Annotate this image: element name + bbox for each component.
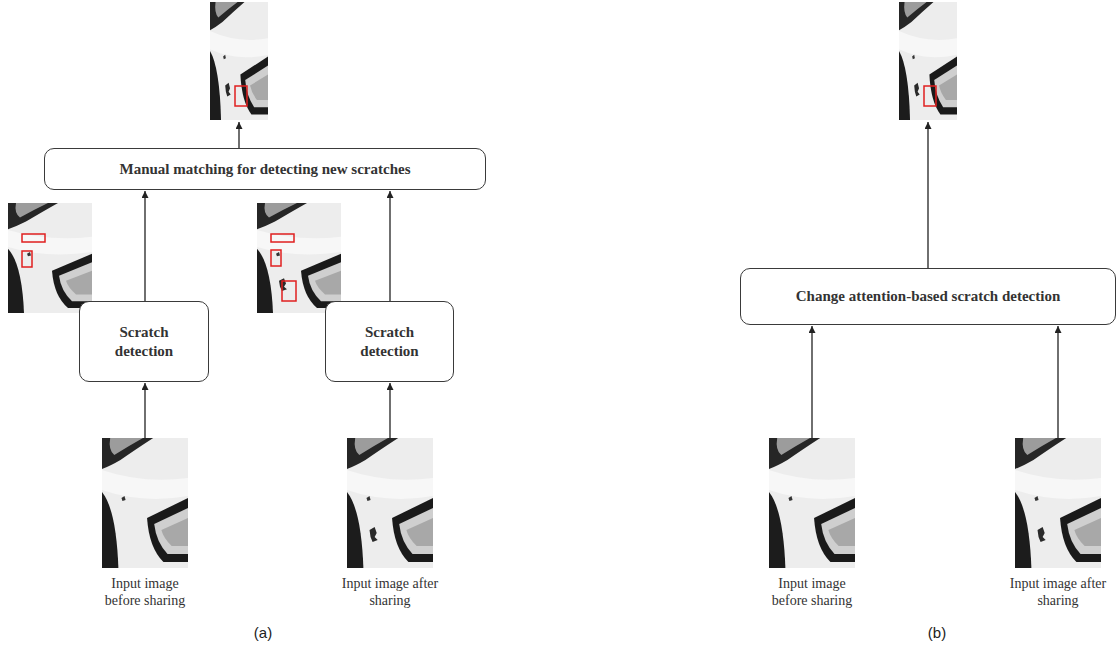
box-label: Scratch detection [100,323,188,361]
process-box: Change attention-based scratch detection [740,268,1116,325]
flow-arrow [144,191,145,301]
detected-image [8,203,92,313]
input-image [769,438,855,568]
process-box: Manual matching for detecting new scratc… [44,148,486,190]
scratch-box [282,281,296,301]
image-caption: Input image after sharing [340,576,440,610]
flow-arrow [1057,326,1058,438]
flow-arrow [389,383,390,438]
scratch-box [22,234,45,242]
image-caption: Input image before sharing [95,576,195,610]
box-label: Manual matching for detecting new scratc… [120,160,411,179]
scratch-box [924,86,936,106]
result-image [210,2,268,120]
input-image [347,438,433,568]
process-box: Scratch detection [325,301,454,382]
detected-image [257,203,341,313]
image-caption: Input image after sharing [1008,576,1108,610]
panel-label: (b) [928,624,946,641]
input-image [1015,438,1101,568]
panel-label: (a) [254,624,272,641]
input-image-node: Input image before sharing [762,438,862,610]
box-label: Change attention-based scratch detection [796,287,1061,306]
input-image-node: Input image after sharing [340,438,440,610]
flow-arrow [811,326,812,438]
input-image-node: Input image after sharing [1008,438,1108,610]
scratch-box [271,250,281,266]
process-box: Scratch detection [79,301,209,382]
box-label: Scratch detection [346,323,433,361]
image-caption: Input image before sharing [762,576,862,610]
flow-arrow [144,383,145,438]
output-arrow [927,122,928,268]
output-arrow [238,122,239,148]
input-image [102,438,188,568]
result-image [899,2,957,120]
scratch-box [22,251,32,267]
scratch-box [271,234,294,242]
scratch-box [235,86,247,106]
flow-arrow [389,191,390,301]
input-image-node: Input image before sharing [95,438,195,610]
